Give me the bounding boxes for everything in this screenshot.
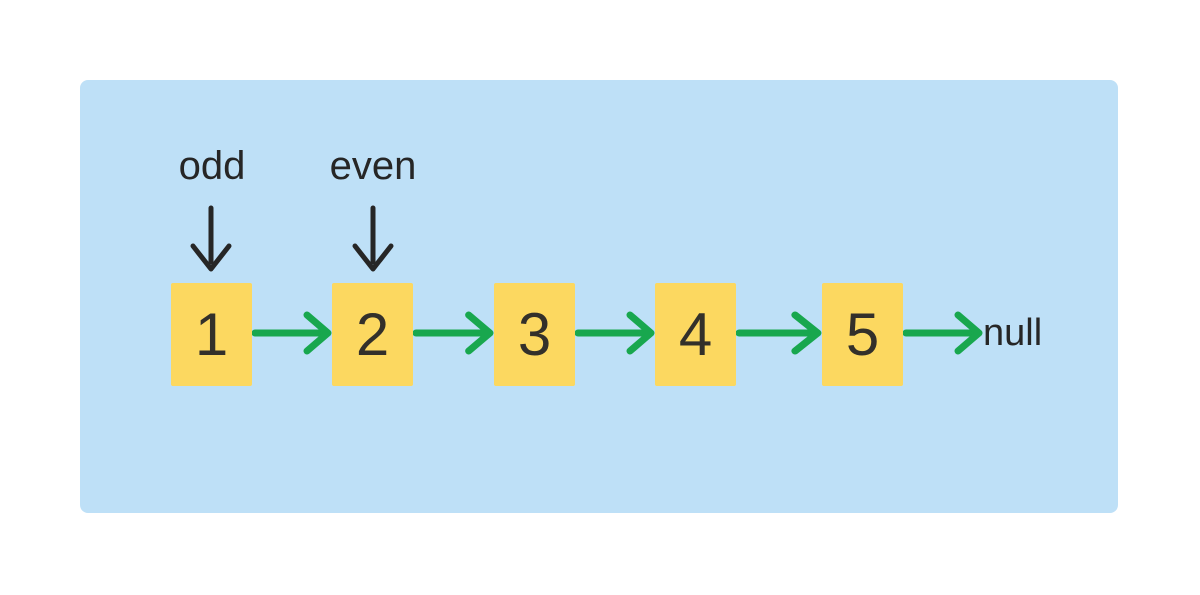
pointer-label-odd: odd [178, 144, 246, 188]
list-node-5: 5 [822, 283, 903, 386]
list-node-3: 3 [494, 283, 575, 386]
pointer-label-even: even [329, 144, 417, 188]
list-node-2: 2 [332, 283, 413, 386]
down-arrow-icon [190, 205, 232, 272]
next-arrow-icon [903, 311, 983, 355]
diagram-panel: odd even 1 2 3 4 5 null [80, 80, 1118, 513]
list-node-1: 1 [171, 283, 252, 386]
down-arrow-icon [352, 205, 394, 272]
next-arrow-icon [736, 311, 822, 355]
list-node-4: 4 [655, 283, 736, 386]
next-arrow-icon [575, 311, 655, 355]
next-arrow-icon [252, 311, 332, 355]
next-arrow-icon [413, 311, 494, 355]
null-label: null [983, 311, 1043, 354]
